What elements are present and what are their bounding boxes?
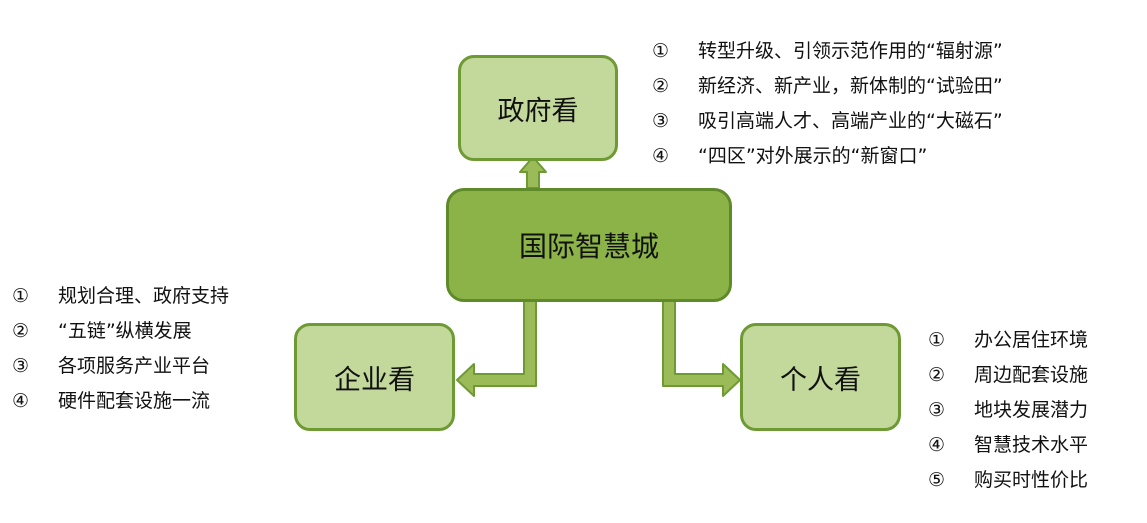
list-item: ④ 硬件配套设施一流 — [12, 384, 229, 419]
arrow-to-individual — [662, 300, 741, 397]
list-item: ② “五链”纵横发展 — [12, 314, 229, 349]
list-item: ② 新经济、新产业，新体制的“试验田” — [652, 69, 1003, 104]
item-text: 硬件配套设施一流 — [58, 390, 211, 412]
government-list: ① 转型升级、引领示范作用的“辐射源” ② 新经济、新产业，新体制的“试验田” ③ 吸… — [652, 34, 1003, 174]
item-number: ④ — [12, 390, 30, 412]
item-text: 周边配套设施 — [974, 364, 1089, 386]
item-text: 地块发展潜力 — [974, 399, 1089, 421]
individual-box: 个人看 — [740, 323, 901, 431]
list-item: ① 规划合理、政府支持 — [12, 279, 229, 314]
item-text: 购买时性价比 — [974, 469, 1089, 491]
list-item: ⑤ 购买时性价比 — [928, 463, 1088, 498]
item-number: ② — [652, 75, 670, 97]
list-item: ④ “四区”对外展示的“新窗口” — [652, 139, 1003, 174]
center-label: 国际智慧城 — [518, 230, 659, 263]
individual-list: ① 办公居住环境 ② 周边配套设施 ③ 地块发展潜力 ④ 智慧技术水平 ⑤ 购买时性价比 — [928, 323, 1088, 498]
enterprise-list: ① 规划合理、政府支持 ② “五链”纵横发展 ③ 各项服务产业平台 ④ 硬件配套设施一流 — [12, 279, 229, 419]
item-number: ① — [12, 285, 30, 307]
item-number: ⑤ — [928, 469, 946, 491]
item-text: 转型升级、引领示范作用的“辐射源” — [698, 40, 1003, 62]
list-item: ① 转型升级、引领示范作用的“辐射源” — [652, 34, 1003, 69]
list-item: ① 办公居住环境 — [928, 323, 1088, 358]
item-text: 智慧技术水平 — [974, 434, 1089, 456]
item-number: ③ — [12, 355, 30, 377]
list-item: ③ 各项服务产业平台 — [12, 349, 229, 384]
government-label: 政府看 — [497, 95, 579, 127]
government-box: 政府看 — [458, 55, 618, 161]
item-number: ① — [652, 40, 670, 62]
item-text: “四区”对外展示的“新窗口” — [698, 145, 928, 167]
item-number: ② — [12, 320, 30, 342]
item-number: ④ — [652, 145, 670, 167]
list-item: ③ 吸引高端人才、高端产业的“大磁石” — [652, 104, 1003, 139]
item-number: ③ — [928, 399, 946, 421]
item-text: 办公居住环境 — [974, 329, 1089, 351]
item-text: 吸引高端人才、高端产业的“大磁石” — [698, 110, 1003, 132]
list-item: ③ 地块发展潜力 — [928, 393, 1088, 428]
item-number: ③ — [652, 110, 670, 132]
list-item: ④ 智慧技术水平 — [928, 428, 1088, 463]
item-text: 各项服务产业平台 — [58, 355, 211, 377]
arrow-to-government — [519, 156, 547, 189]
item-number: ④ — [928, 434, 946, 456]
list-item: ② 周边配套设施 — [928, 358, 1088, 393]
item-text: 规划合理、政府支持 — [58, 285, 230, 307]
enterprise-label: 企业看 — [334, 364, 415, 396]
item-number: ② — [928, 364, 946, 386]
enterprise-box: 企业看 — [294, 323, 455, 431]
item-text: 新经济、新产业，新体制的“试验田” — [698, 75, 1003, 97]
individual-label: 个人看 — [780, 364, 861, 396]
arrow-to-enterprise — [456, 300, 537, 397]
item-text: “五链”纵横发展 — [58, 320, 192, 342]
center-box: 国际智慧城 — [446, 188, 732, 302]
item-number: ① — [928, 329, 946, 351]
